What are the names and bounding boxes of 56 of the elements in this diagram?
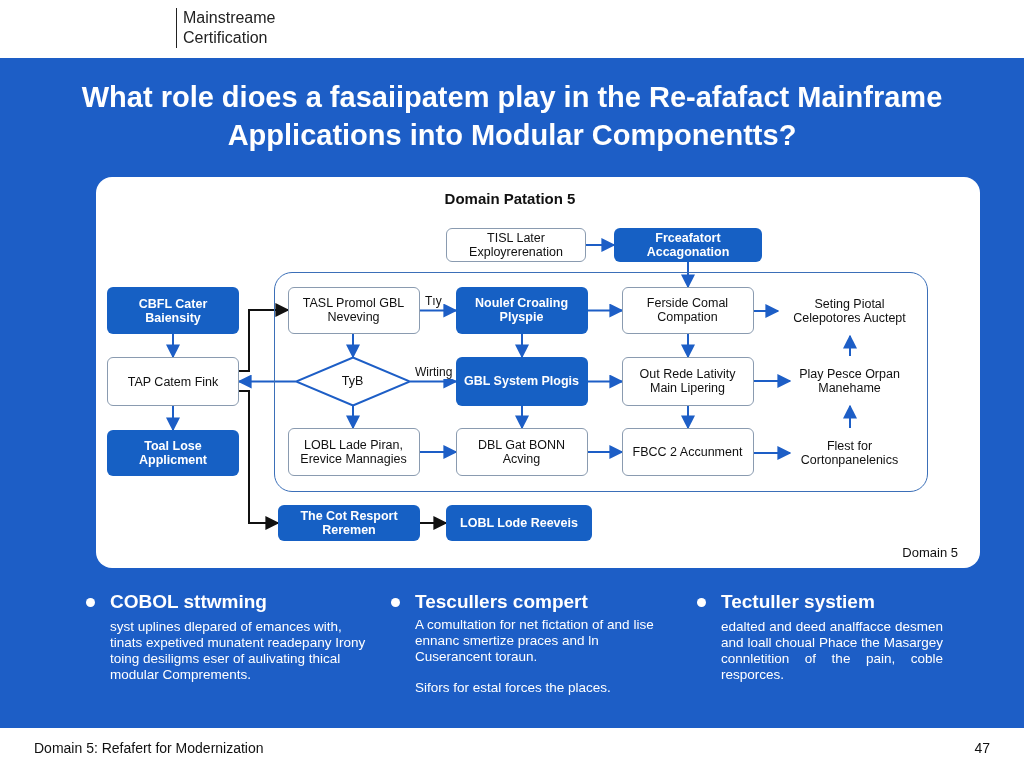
column-heading: Tescullers compert bbox=[415, 591, 589, 613]
arrow bbox=[585, 238, 616, 252]
arrow bbox=[587, 374, 624, 389]
arrow bbox=[419, 516, 448, 530]
arrow bbox=[587, 445, 624, 459]
process-box: Noulef Croaling Plyspie bbox=[455, 286, 588, 334]
process-box: TISL Later Exployrerenation bbox=[446, 228, 586, 262]
column-text: A comultation for net fictation of and lise ennanc smertize praces and ln Cuserancent toraun. bbox=[415, 617, 655, 665]
node-text: Play Pesce Orpan Manehame bbox=[789, 361, 910, 400]
arrow bbox=[843, 334, 857, 357]
process-box: Toal Lose Applicment bbox=[107, 430, 239, 476]
process-box: The Cot Resport Reremen bbox=[278, 505, 420, 541]
node-text: Seting Piotal Celepotores Auctept bbox=[777, 291, 922, 330]
arrow bbox=[346, 333, 360, 359]
process-box: LOBL Lode Reeveis bbox=[446, 505, 592, 541]
process-box: TAP Catem Fink bbox=[107, 357, 239, 406]
arrow bbox=[681, 333, 695, 359]
process-box: GBL System Plogis bbox=[455, 356, 588, 406]
panel-note: Domain 5 bbox=[901, 545, 958, 560]
process-box: Frceafatort Accagonation bbox=[614, 228, 762, 262]
process-box: FBCC 2 Accunment bbox=[621, 427, 754, 476]
process-box: TASL Promol GBL Neveving bbox=[287, 286, 420, 334]
arrow bbox=[587, 303, 624, 318]
arrow bbox=[166, 405, 180, 432]
arrow bbox=[238, 303, 290, 372]
arrow bbox=[753, 446, 792, 460]
arrow bbox=[753, 304, 780, 318]
arrow bbox=[346, 405, 360, 430]
arrow bbox=[843, 404, 857, 429]
footer-text: Domain 5: Refafert for Modernization bbox=[34, 740, 265, 756]
arrow bbox=[515, 333, 529, 359]
arrow bbox=[237, 374, 297, 389]
arrow bbox=[166, 333, 180, 359]
decision-diamond: TyB bbox=[295, 356, 410, 406]
group-container bbox=[274, 272, 928, 492]
process-box: LOBL Lade Piran, Erevice Mannagies bbox=[287, 427, 420, 476]
arrow bbox=[419, 445, 458, 459]
arrow bbox=[753, 374, 792, 388]
arrow bbox=[238, 390, 280, 530]
column-heading: Tectuller systiem bbox=[721, 591, 876, 613]
column-text: syst uplines dlepared of emances with, tinats expetived munatent readepany Irony toing desiligms eser of aulivating thical modular Comprements. bbox=[110, 619, 367, 683]
page-number: 47 bbox=[973, 740, 990, 756]
process-box: CBFL Cater Baiensity bbox=[107, 287, 239, 334]
column-heading: COBOL sttwming bbox=[110, 591, 268, 613]
process-box: DBL Gat BONN Acving bbox=[455, 427, 588, 476]
arrow bbox=[681, 261, 695, 289]
title: What role dioes a fasaiipatem play in the Re-afafact Mainframe Applications into Modular Componentts? bbox=[80, 80, 944, 153]
column-text: Sifors for estal forces the places. bbox=[415, 680, 612, 696]
panel-title: Domain Patation 5 bbox=[443, 190, 577, 207]
process-box: Ferside Comal Compation bbox=[621, 286, 754, 334]
arrow bbox=[681, 405, 695, 430]
column-text: edalted and deed analffacce desmen and loall choual Phace the Masargey connletition of the pain, coble resporces. bbox=[721, 619, 943, 683]
process-box: Out Rede Lativity Main Lipering bbox=[621, 356, 754, 406]
arrow bbox=[515, 405, 529, 430]
node-text: Flest for Cortonpanelenics bbox=[789, 433, 910, 472]
header-text: Mainstreame Certification bbox=[176, 8, 333, 48]
